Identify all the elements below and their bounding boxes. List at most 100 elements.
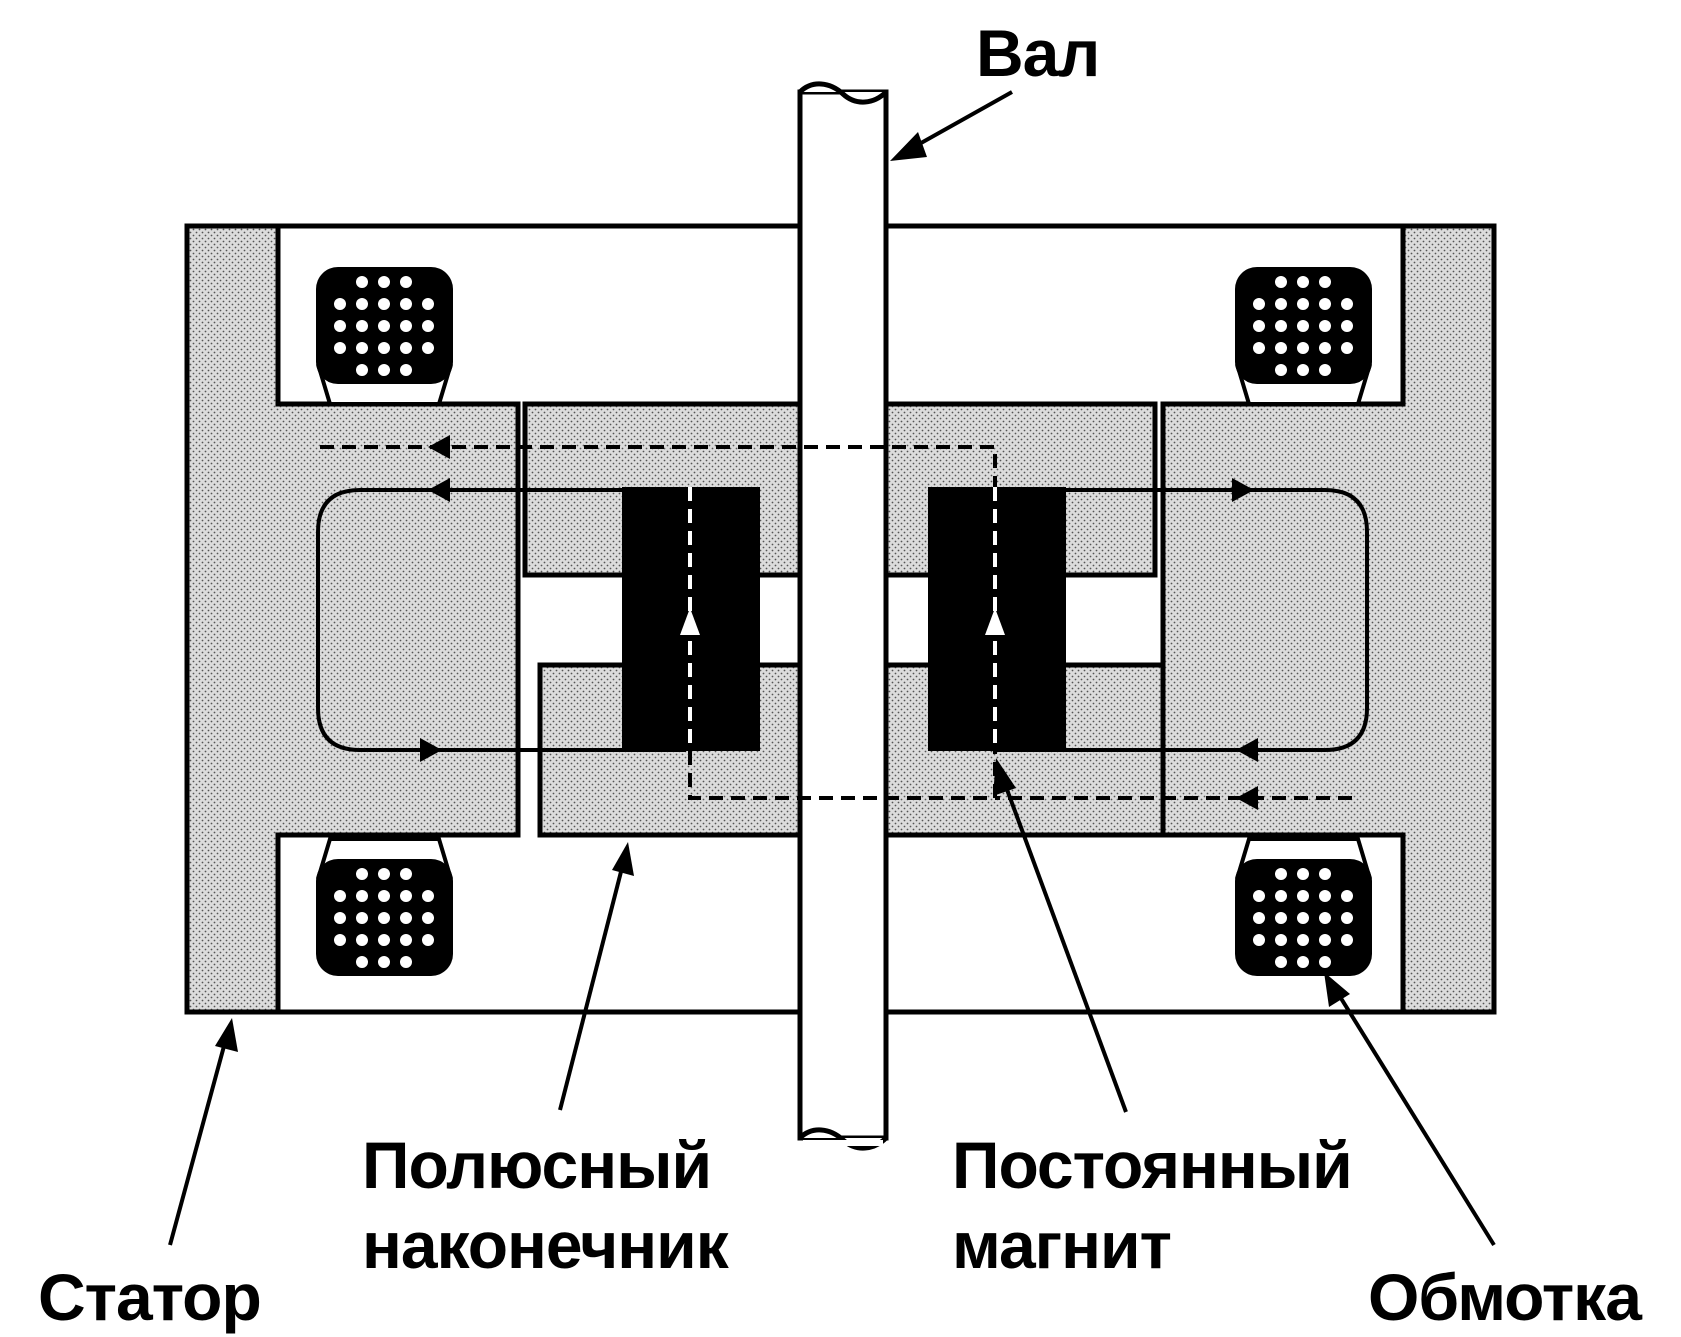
- coil-wire-dot: [334, 912, 346, 924]
- coil-wire-dot: [1297, 912, 1309, 924]
- coil-wire-dot: [1341, 342, 1353, 354]
- winding-top-left: [316, 267, 453, 406]
- coil-wire-dot: [1275, 956, 1287, 968]
- winding-bottom-left: [316, 837, 453, 976]
- label-permanent-magnet-2: магнит: [952, 1208, 1172, 1282]
- coil-wire-dot: [400, 934, 412, 946]
- coil-wire-dot: [356, 890, 368, 902]
- coil-wire-dot: [400, 320, 412, 332]
- coil-wire-dot: [1319, 912, 1331, 924]
- leader-shaft: [890, 90, 1013, 161]
- coil-wire-dot: [1275, 342, 1287, 354]
- label-shaft: Вал: [976, 16, 1100, 90]
- coil-wire-dot: [1253, 298, 1265, 310]
- coil-wire-dot: [1297, 364, 1309, 376]
- label-winding: Обмотка: [1368, 1260, 1642, 1334]
- coil-wire-dot: [1253, 934, 1265, 946]
- coil-wire-dot: [356, 276, 368, 288]
- coil-wire-dot: [1297, 890, 1309, 902]
- leader-stator: [168, 1018, 238, 1246]
- coil-wire-dot: [422, 320, 434, 332]
- coil-wire-dot: [1275, 298, 1287, 310]
- coil-wire-dot: [1319, 364, 1331, 376]
- coil-wire-dot: [356, 364, 368, 376]
- coil-wire-dot: [356, 298, 368, 310]
- coil-wire-dot: [1297, 276, 1309, 288]
- coil-wire-dot: [1319, 320, 1331, 332]
- coil-wire-dot: [1297, 298, 1309, 310]
- coil-wire-dot: [1319, 342, 1331, 354]
- coil-wire-dot: [334, 298, 346, 310]
- bias-flux-path: [320, 435, 1352, 810]
- coil-wire-dot: [1319, 890, 1331, 902]
- coil-wire-dot: [1341, 934, 1353, 946]
- coil-wire-dot: [378, 868, 390, 880]
- coil-wire-dot: [422, 934, 434, 946]
- coil-wire-dot: [1319, 868, 1331, 880]
- coil-wire-dot: [1319, 276, 1331, 288]
- coil-wire-dot: [400, 276, 412, 288]
- coil-wire-dot: [1275, 890, 1287, 902]
- coil-wire-dot: [334, 890, 346, 902]
- coil-wire-dot: [1319, 956, 1331, 968]
- coil-wire-dot: [1275, 912, 1287, 924]
- coil-wire-dot: [400, 342, 412, 354]
- winding-top-right: [1235, 267, 1372, 406]
- coil-wire-dot: [334, 342, 346, 354]
- flux-loop-left: [316, 478, 686, 762]
- coil-wire-dot: [356, 956, 368, 968]
- coil-wire-dot: [400, 890, 412, 902]
- coil-wire-dot: [1319, 934, 1331, 946]
- coil-wire-dot: [400, 364, 412, 376]
- label-pole-piece-1: Полюсный: [362, 1128, 712, 1202]
- coil-wire-dot: [1297, 934, 1309, 946]
- coil-wire-dot: [422, 298, 434, 310]
- coil-wire-dot: [1253, 890, 1265, 902]
- coil-wire-dot: [1275, 364, 1287, 376]
- coil-wire-dot: [400, 912, 412, 924]
- winding-bottom-right: [1235, 837, 1372, 976]
- coil-wire-dot: [378, 956, 390, 968]
- coil-wire-dot: [378, 890, 390, 902]
- stator: [184, 223, 1497, 1015]
- coil-wire-dot: [400, 956, 412, 968]
- coil-wire-dot: [334, 934, 346, 946]
- coil-wire-dot: [1297, 868, 1309, 880]
- shaft: [797, 81, 889, 1151]
- coil-wire-dot: [356, 934, 368, 946]
- coil-wire-dot: [1341, 890, 1353, 902]
- coil-wire-dot: [422, 342, 434, 354]
- coil-wire-dot: [1275, 320, 1287, 332]
- flux-loop-right: [994, 478, 1369, 762]
- coil-wire-dot: [1297, 342, 1309, 354]
- coil-wire-dot: [378, 934, 390, 946]
- coil-wire-dot: [1253, 320, 1265, 332]
- coil-wire-dot: [356, 868, 368, 880]
- coil-wire-dot: [1341, 298, 1353, 310]
- label-pole-piece-2: наконечник: [362, 1208, 729, 1282]
- coil-wire-dot: [1275, 868, 1287, 880]
- coil-wire-dot: [356, 912, 368, 924]
- coil-wire-dot: [378, 364, 390, 376]
- coil-wire-dot: [1297, 956, 1309, 968]
- coil-wire-dot: [356, 342, 368, 354]
- coil-wire-dot: [1341, 912, 1353, 924]
- coil-wire-dot: [334, 320, 346, 332]
- coil-wire-dot: [1275, 276, 1287, 288]
- coil-wire-dot: [422, 912, 434, 924]
- coil-wire-dot: [378, 276, 390, 288]
- coil-wire-dot: [378, 320, 390, 332]
- coil-wire-dot: [356, 320, 368, 332]
- coil-wire-dot: [400, 868, 412, 880]
- coil-wire-dot: [1319, 298, 1331, 310]
- leader-winding: [1324, 972, 1496, 1247]
- coil-wire-dot: [400, 298, 412, 310]
- leader-pole-piece: [558, 842, 634, 1111]
- label-permanent-magnet-1: Постоянный: [952, 1128, 1353, 1202]
- leader-permanent-magnet: [993, 758, 1128, 1113]
- label-stator: Статор: [38, 1260, 262, 1334]
- coil-wire-dot: [1275, 934, 1287, 946]
- coil-wire-dot: [378, 342, 390, 354]
- coil-wire-dot: [422, 890, 434, 902]
